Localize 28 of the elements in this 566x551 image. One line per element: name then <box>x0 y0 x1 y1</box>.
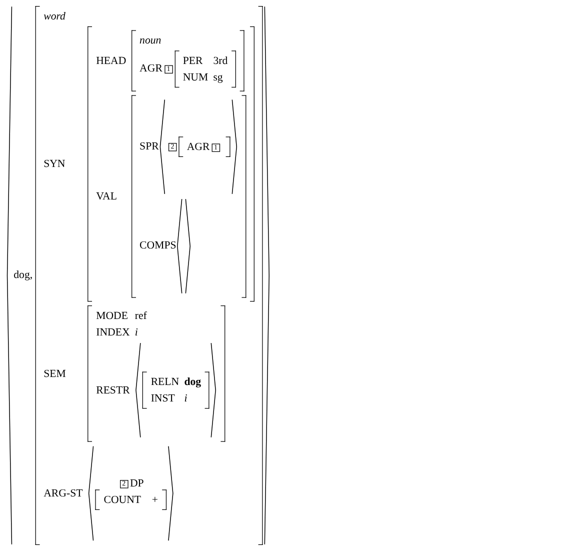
feature-name: SEM <box>44 367 66 380</box>
feature-name: COUNT <box>104 493 142 506</box>
feature-value: 3rd <box>213 54 228 67</box>
feature-name: INDEX <box>96 326 130 338</box>
feature-value: + <box>152 493 158 506</box>
feature-name: SYN <box>44 158 66 170</box>
type-label: noun <box>140 34 162 46</box>
feature-name: SPR <box>140 140 159 152</box>
feature-value: sg <box>213 70 223 84</box>
feature-value: DP <box>130 476 144 489</box>
feature-name: NUM <box>182 70 208 84</box>
feature-name: HEAD <box>96 54 126 67</box>
feature-name: AGR <box>186 140 210 153</box>
feature-name: COMPS <box>140 239 176 252</box>
feature-name: RESTR <box>96 384 130 396</box>
feature-name: MODE <box>96 309 128 322</box>
feature-value: i <box>184 392 188 404</box>
feature-name: PER <box>182 54 203 67</box>
feature-name: ARG-ST <box>44 487 83 500</box>
feature-name: INST <box>150 392 175 404</box>
feature-name: VAL <box>96 190 117 202</box>
word-form: dog, <box>14 268 33 281</box>
feature-name: RELN <box>150 376 180 388</box>
type-label: word <box>44 10 66 22</box>
feature-name: AGR <box>140 62 162 74</box>
feature-value: dog <box>184 376 202 388</box>
feature-value: ref <box>134 309 147 322</box>
feature-value: i <box>134 326 138 338</box>
